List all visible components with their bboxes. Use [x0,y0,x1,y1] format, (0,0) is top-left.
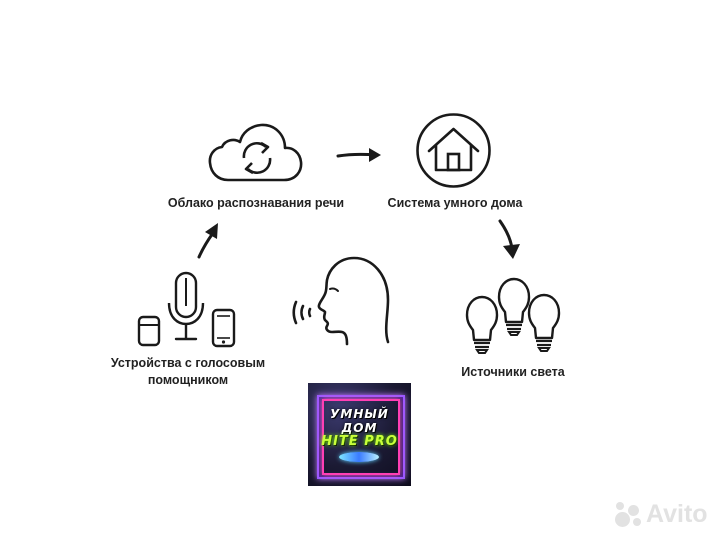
devices-label-line1: Устройства с голосовым [110,356,266,370]
cloud-label: Облако распознавания речи [167,196,345,210]
hite-pro-logo: УМНЫЙ ДОМ HITE PRO [308,383,411,486]
avito-logo-icon [613,499,643,529]
light-bulbs-icon [465,277,561,354]
house-icon [416,113,491,188]
home-label: Система умного дома [387,196,523,210]
logo-line3: HITE PRO [321,434,398,449]
arrow-devices-to-cloud [197,223,218,259]
logo-device-disc [339,452,379,462]
devices-label-line2: помощником [147,373,229,387]
logo-line2: ДОМ [341,421,378,435]
avito-watermark: Avito [613,499,708,529]
arrow-cloud-to-home [336,148,381,162]
speaking-head-icon [292,256,390,346]
lights-label: Источники света [461,365,565,379]
cloud-sync-icon [208,123,303,182]
logo-line1: УМНЫЙ [330,407,389,421]
logo-neon-frame-inner [322,399,400,475]
voice-devices-icon [137,271,236,348]
arrow-home-to-lights [498,219,520,259]
avito-text: Avito [646,499,708,528]
logo-neon-frame [317,395,405,479]
